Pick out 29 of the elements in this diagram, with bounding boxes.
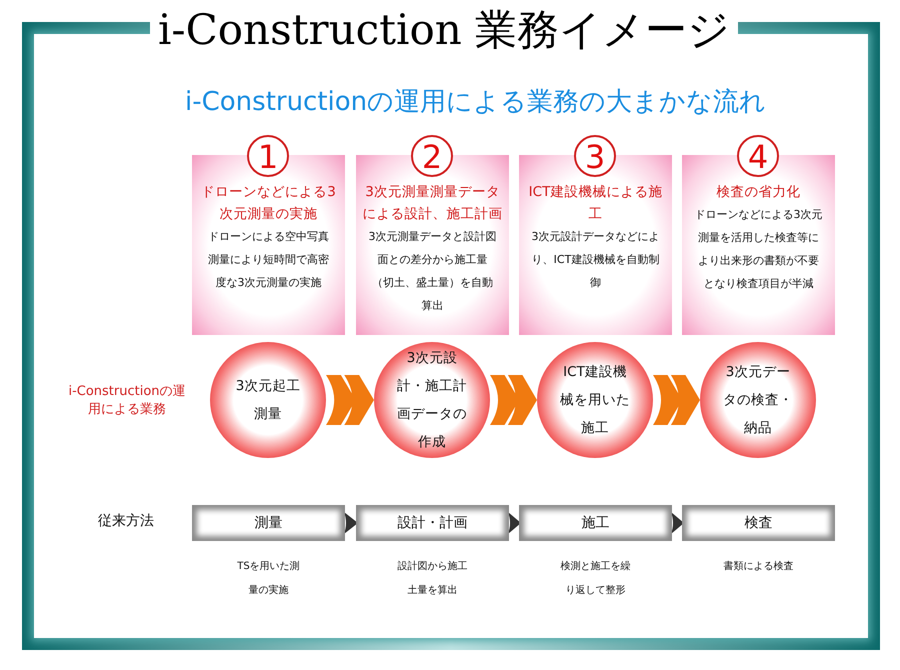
subtitle: i-Constructionの運用による業務の大まかな流れ: [185, 86, 766, 119]
chevron-arrow: [344, 512, 358, 534]
step-heading: 3次元測量測量データによる設計、施工計画: [362, 183, 504, 224]
method-note: 検測と施工を繰り返して整形: [560, 560, 632, 598]
method-box: 検査: [682, 505, 835, 541]
chevron-arrow: [508, 512, 521, 534]
method-box: 施工: [519, 505, 672, 541]
chevron-arrow: [671, 512, 684, 534]
step-description: 3次元設計データなどにより、ICT建設機械を自動制御: [530, 229, 660, 291]
method-box: 設計・計画: [356, 505, 509, 541]
chevron-arrow: [326, 375, 374, 425]
method-note: 書類による検査: [722, 560, 794, 574]
process-label: 3次元起工測量: [234, 377, 302, 424]
process-label: 3次元データの検査・納品: [722, 363, 794, 438]
step-heading: 検査の省力化: [716, 183, 802, 202]
method-box: 測量: [192, 505, 345, 541]
step-description: 3次元測量データと設計図面との差分から施工量（切土、盛土量）を自動算出: [368, 229, 498, 314]
row-label: i-Constructionの運用による業務: [67, 383, 187, 420]
chevron-arrow: [490, 375, 537, 425]
method-note: 設計図から施工土量を算出: [396, 560, 468, 598]
step-description: ドローンなどによる3次元測量を活用した検査等により出来形の書類が不要となり検査項目が半減: [694, 207, 824, 292]
method-note: TSを用いた測量の実施: [236, 560, 301, 598]
process-label: 3次元設計・施工計画データの作成: [396, 349, 468, 452]
step-heading: ICT建設機械による施工: [528, 183, 664, 224]
row-label: 従来方法: [98, 512, 154, 531]
process-label: ICT建設機械を用いた施工: [560, 363, 630, 438]
step-description: ドローンによる空中写真測量により短時間で高密度な3次元測量の実施: [207, 229, 330, 291]
step-heading: ドローンなどによる3次元測量の実施: [200, 183, 337, 224]
chevron-arrow: [653, 375, 700, 425]
